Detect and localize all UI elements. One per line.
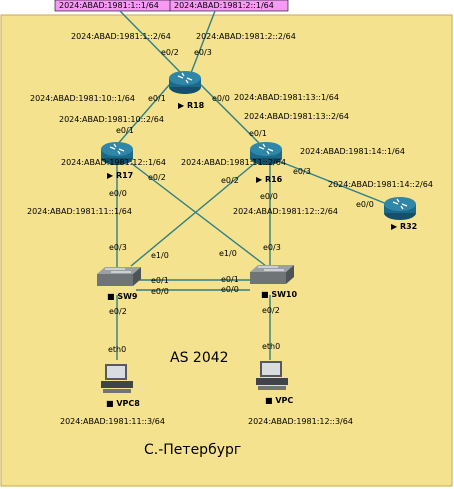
if-sw10-e03: e0/3 <box>263 243 281 252</box>
address-vpc: 2024:ABAD:1981:12::3/64 <box>248 417 353 426</box>
if-vpc8-eth0: eth0 <box>108 345 126 354</box>
if-sw10-e10: e1/0 <box>219 249 237 258</box>
address-top-2: 2024:ABAD:1981:2::1/64 <box>174 1 274 10</box>
address-r16-14: 2024:ABAD:1981:14::1/64 <box>300 147 405 156</box>
address-r18-10: 2024:ABAD:1981:10::1/64 <box>30 94 135 103</box>
if-r17-e00: e0/0 <box>109 189 127 198</box>
address-r16-12: 2024:ABAD:1981:12::2/64 <box>233 207 338 216</box>
router-r16-label: ▶ R16 <box>256 175 283 184</box>
address-vpc8: 2024:ABAD:1981:11::3/64 <box>60 417 165 426</box>
if-r18-e02: e0/2 <box>161 48 179 57</box>
router-r17-label: ▶ R17 <box>107 171 133 180</box>
router-r18[interactable] <box>168 70 202 95</box>
address-r17-10: 2024:ABAD:1981:10::2/64 <box>59 115 164 124</box>
address-top-1: 2024:ABAD:1981:1::1/64 <box>59 1 159 10</box>
if-r18-e01: e0/1 <box>148 94 166 103</box>
switch-icon <box>96 266 142 287</box>
if-r16-e02: e0/2 <box>221 176 239 185</box>
if-vpc-eth0: eth0 <box>262 342 280 351</box>
link-r18-r17 <box>115 83 171 147</box>
if-r16-e01: e0/1 <box>249 129 267 138</box>
pc-vpc8-label: ■ VPC8 <box>106 399 140 408</box>
if-sw9-e02: e0/2 <box>109 307 127 316</box>
if-sw10-e01: e0/1 <box>221 275 239 284</box>
if-r18-e00: e0/0 <box>212 94 230 103</box>
link-r16-r32 <box>275 159 393 207</box>
if-r17-e02: e0/2 <box>148 173 166 182</box>
if-sw10-e00: e0/0 <box>221 285 239 294</box>
if-r18-e03: e0/3 <box>194 48 212 57</box>
switch-sw9-label: ■ SW9 <box>107 292 138 301</box>
links <box>115 10 393 360</box>
if-r16-e03: e0/3 <box>293 167 311 176</box>
switch-sw10-label: ■ SW10 <box>261 290 297 299</box>
address-r18-2: 2024:ABAD:1981:2::2/64 <box>196 32 296 41</box>
area-name: AS 2042 <box>170 350 229 366</box>
address-r16-13: 2024:ABAD:1981:13::2/64 <box>244 112 349 121</box>
switch-icon <box>249 264 295 285</box>
if-sw9-e03: e0/3 <box>109 243 127 252</box>
address-r18-13: 2024:ABAD:1981:13::1/64 <box>234 93 339 102</box>
pc-vpc-label: ■ VPC <box>265 396 293 405</box>
if-r17-e01: e0/1 <box>116 126 134 135</box>
link-r17-sw10 <box>130 162 267 267</box>
interface-labels: e0/2 e0/3 e0/1 e0/0 e0/1 e0/2 e0/0 e0/1 … <box>108 48 374 354</box>
router-r32[interactable] <box>383 196 417 221</box>
router-icon <box>168 70 202 95</box>
if-sw10-e02: e0/2 <box>262 306 280 315</box>
switch-sw10[interactable] <box>249 264 295 285</box>
if-r16-e00: e0/0 <box>260 192 278 201</box>
address-labels: 2024:ABAD:1981:1::2/64 2024:ABAD:1981:2:… <box>27 32 433 426</box>
address-r32-14: 2024:ABAD:1981:14::2/64 <box>328 180 433 189</box>
city-name: С.-Петербург <box>144 442 241 458</box>
router-icon <box>383 196 417 221</box>
router-r32-label: ▶ R32 <box>391 222 417 231</box>
external-network-box <box>54 0 289 12</box>
as-area <box>0 14 453 487</box>
if-sw9-e00: e0/0 <box>151 287 169 296</box>
if-r32-e00: e0/0 <box>356 200 374 209</box>
address-r18-1: 2024:ABAD:1981:1::2/64 <box>71 32 171 41</box>
link-r16-sw9 <box>130 162 256 267</box>
address-r16-11: 2024:ABAD:1981:11::2/64 <box>181 158 286 167</box>
link-top1-r18 <box>119 10 182 74</box>
address-r17-12: 2024:ABAD:1981:12::1/64 <box>61 158 166 167</box>
link-top2-r18 <box>190 10 216 74</box>
router-r18-label: ▶ R18 <box>178 101 205 110</box>
if-sw9-e01: e0/1 <box>151 276 169 285</box>
switch-sw9[interactable] <box>96 266 142 287</box>
link-r18-r16 <box>199 83 263 147</box>
if-sw9-e10: e1/0 <box>151 251 169 260</box>
address-r17-11: 2024:ABAD:1981:11::1/64 <box>27 207 132 216</box>
